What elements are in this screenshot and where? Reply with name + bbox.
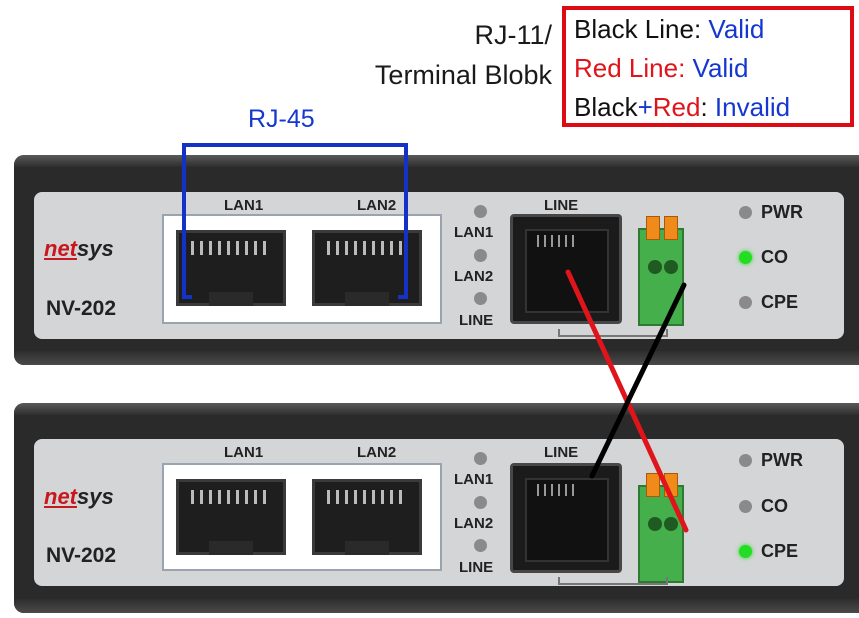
lan1-port[interactable]: [176, 230, 286, 306]
lan-port-housing: [162, 463, 442, 571]
rj11-line-port[interactable]: [510, 463, 622, 573]
wiring-legend: Black Line: Valid Red Line: Valid Black+…: [562, 6, 854, 127]
device-unit-bottom: netsys NV-202 LAN1 LAN2 LAN1 LAN2 LINE L…: [14, 403, 859, 613]
lan2-port[interactable]: [312, 479, 422, 555]
rj11-terminal-callout: RJ-11/ Terminal Blobk: [300, 18, 552, 92]
lan-port-housing: [162, 214, 442, 324]
legend-red-valid: Valid: [692, 53, 749, 83]
lan1-led: [474, 452, 487, 465]
lan2-led: [474, 496, 487, 509]
line-port-label: LINE: [544, 197, 579, 214]
legend-black-valid: Valid: [708, 14, 765, 44]
chassis-bottom-edge: [14, 599, 859, 613]
pwr-label: PWR: [761, 202, 803, 222]
cpe-led: [739, 296, 752, 309]
line-port-bracket: [558, 329, 668, 337]
black-wire: [589, 282, 687, 479]
co-led: [739, 500, 752, 513]
brand-logo: netsys: [44, 236, 114, 261]
legend-red-line-label: Red Line:: [574, 53, 693, 83]
pwr-led: [739, 454, 752, 467]
line-led: [474, 539, 487, 552]
line-led-label: LINE: [459, 559, 494, 576]
lan1-led: [474, 205, 487, 218]
terminal-block[interactable]: [638, 473, 684, 583]
model-name: NV-202: [46, 544, 117, 567]
lan1-led-label: LAN1: [454, 471, 494, 488]
legend-row-red: Red Line: Valid: [574, 53, 748, 83]
line-port-bracket: [558, 577, 668, 585]
legend-black-word: Black: [574, 92, 638, 122]
lan2-port-label: LAN2: [357, 197, 397, 214]
callout-line-1: RJ-11/: [474, 20, 552, 50]
rj45-bracket-foot-right: [398, 295, 408, 299]
lan1-port-label: LAN1: [224, 444, 264, 461]
legend-invalid: Invalid: [714, 92, 791, 122]
line-port-label: LINE: [544, 444, 579, 461]
rj45-bracket: [182, 143, 408, 299]
legend-row-black: Black Line: Valid: [574, 14, 764, 44]
lan2-led-label: LAN2: [454, 268, 494, 285]
cpe-label: CPE: [761, 541, 799, 561]
front-panel: netsys NV-202 LAN1 LAN2 LAN1 LAN2 LINE L…: [34, 439, 844, 586]
legend-red-word: Red: [652, 92, 701, 122]
legend-row-both: Black+Red: Invalid: [574, 92, 790, 122]
terminal-block[interactable]: [638, 216, 684, 326]
cpe-label: CPE: [761, 292, 799, 312]
lan2-port[interactable]: [312, 230, 422, 306]
brand-logo: netsys: [44, 484, 114, 509]
legend-plus: +: [637, 92, 653, 122]
rj45-bracket-foot-left: [182, 295, 192, 299]
lan1-led-label: LAN1: [454, 224, 494, 241]
lan1-port[interactable]: [176, 479, 286, 555]
chassis-top-edge: [14, 403, 859, 415]
model-name: NV-202: [46, 297, 117, 320]
lan2-led: [474, 249, 487, 262]
lan2-port-label: LAN2: [357, 444, 397, 461]
front-panel: netsys NV-202 LAN1 LAN2 LAN1 LAN2 LINE L…: [34, 192, 844, 339]
device-unit-top: netsys NV-202 LAN1 LAN2 LAN1 LAN2 LINE L…: [14, 155, 859, 365]
co-label: CO: [761, 496, 788, 516]
co-label: CO: [761, 247, 788, 267]
callout-line-2: Terminal Blobk: [374, 60, 552, 90]
pwr-label: PWR: [761, 450, 803, 470]
line-led: [474, 292, 487, 305]
co-led: [739, 251, 752, 264]
cpe-led: [739, 545, 752, 558]
chassis-top-edge: [14, 155, 859, 167]
rj45-label: RJ-45: [248, 105, 315, 133]
lan1-port-label: LAN1: [224, 197, 264, 214]
line-led-label: LINE: [459, 312, 494, 329]
pwr-led: [739, 206, 752, 219]
lan2-led-label: LAN2: [454, 515, 494, 532]
legend-colon: :: [700, 92, 715, 122]
legend-black-line-label: Black Line:: [574, 14, 709, 44]
